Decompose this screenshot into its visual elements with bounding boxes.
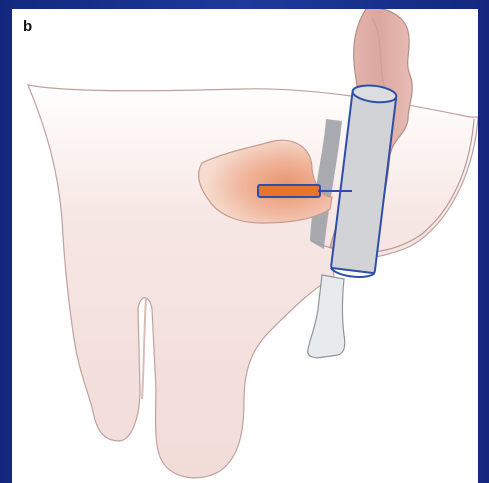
body-outline [28, 85, 478, 478]
anatomy-illustration [12, 9, 478, 483]
panel-label: b [23, 18, 32, 35]
figure-panel: b [12, 9, 478, 483]
leg-shadow [142, 299, 146, 399]
